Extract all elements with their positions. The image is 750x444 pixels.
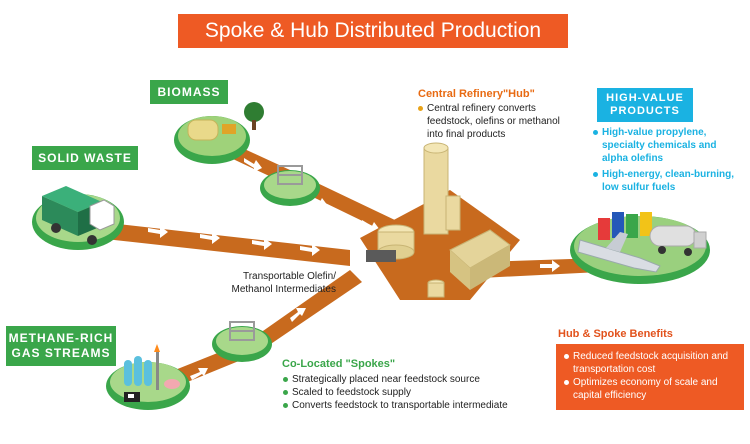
arrow [252, 238, 272, 250]
solid-waste-label: SOLID WASTE [32, 146, 138, 170]
intermediates-line2: Methanol Intermediates [231, 284, 336, 295]
garbage-truck-body [42, 196, 78, 236]
products-island [570, 212, 710, 284]
methane-label: METHANE-RICH GAS STREAMS [6, 326, 116, 366]
list-item: Strategically placed near feedstock sour… [282, 373, 532, 386]
route-solid-waste [96, 222, 350, 266]
biomass-spoke-island [260, 165, 320, 206]
hub-heading: Central Refinery"Hub" [418, 88, 535, 100]
benefits-heading: Hub & Spoke Benefits [558, 328, 673, 340]
list-item: High-value propylene, specialty chemical… [593, 126, 743, 165]
methane-island [106, 344, 190, 410]
transport-routes [96, 140, 600, 394]
methane-spoke-island [212, 321, 272, 362]
arrow [190, 368, 208, 380]
arrow [300, 244, 320, 256]
refinery-illustration [366, 142, 511, 298]
benefits-list: Reduced feedstock acquisition and transp… [564, 350, 736, 402]
spokes-description: Co-Located "Spokes" Strategically placed… [282, 358, 532, 412]
list-item: Optimizes economy of scale and capital e… [564, 376, 736, 402]
arrow [244, 158, 262, 172]
intermediates-caption: Transportable Olefin/ Methanol Intermedi… [204, 270, 336, 296]
list-item: Scaled to feedstock supply [282, 386, 532, 399]
spokes-heading: Co-Located "Spokes" [282, 358, 396, 370]
arrow [540, 260, 560, 272]
arrow [290, 308, 306, 322]
airplane [577, 239, 661, 273]
hvp-label-line2: PRODUCTS [610, 105, 680, 117]
route-methane [150, 270, 362, 394]
page-title: Spoke & Hub Distributed Production [178, 14, 568, 48]
solid-waste-island [32, 186, 124, 250]
hvp-label-line1: HIGH-VALUE [606, 92, 684, 104]
biomass-island [174, 102, 264, 164]
high-value-products-label: HIGH-VALUE PRODUCTS [597, 88, 693, 122]
truck-cab [89, 199, 115, 231]
arrow [310, 196, 328, 210]
high-value-products-list: High-value propylene, specialty chemical… [593, 126, 743, 197]
hub-description: Central Refinery"Hub" Central refinery c… [418, 88, 578, 141]
hub-text: Central refinery converts feedstock, ole… [418, 102, 578, 141]
spokes-list: Strategically placed near feedstock sour… [282, 373, 532, 412]
list-item: Converts feedstock to transportable inte… [282, 399, 532, 412]
arrow [148, 226, 168, 238]
benefits-box: Reduced feedstock acquisition and transp… [556, 344, 744, 410]
methane-label-line1: METHANE-RICH [8, 331, 114, 345]
biomass-label: BIOMASS [150, 80, 228, 104]
arrow [200, 232, 220, 244]
list-item: High-energy, clean-burning, low sulfur f… [593, 168, 743, 194]
list-item: Reduced feedstock acquisition and transp… [564, 350, 736, 376]
intermediates-line1: Transportable Olefin/ [242, 271, 336, 282]
methane-label-line2: GAS STREAMS [11, 346, 111, 360]
